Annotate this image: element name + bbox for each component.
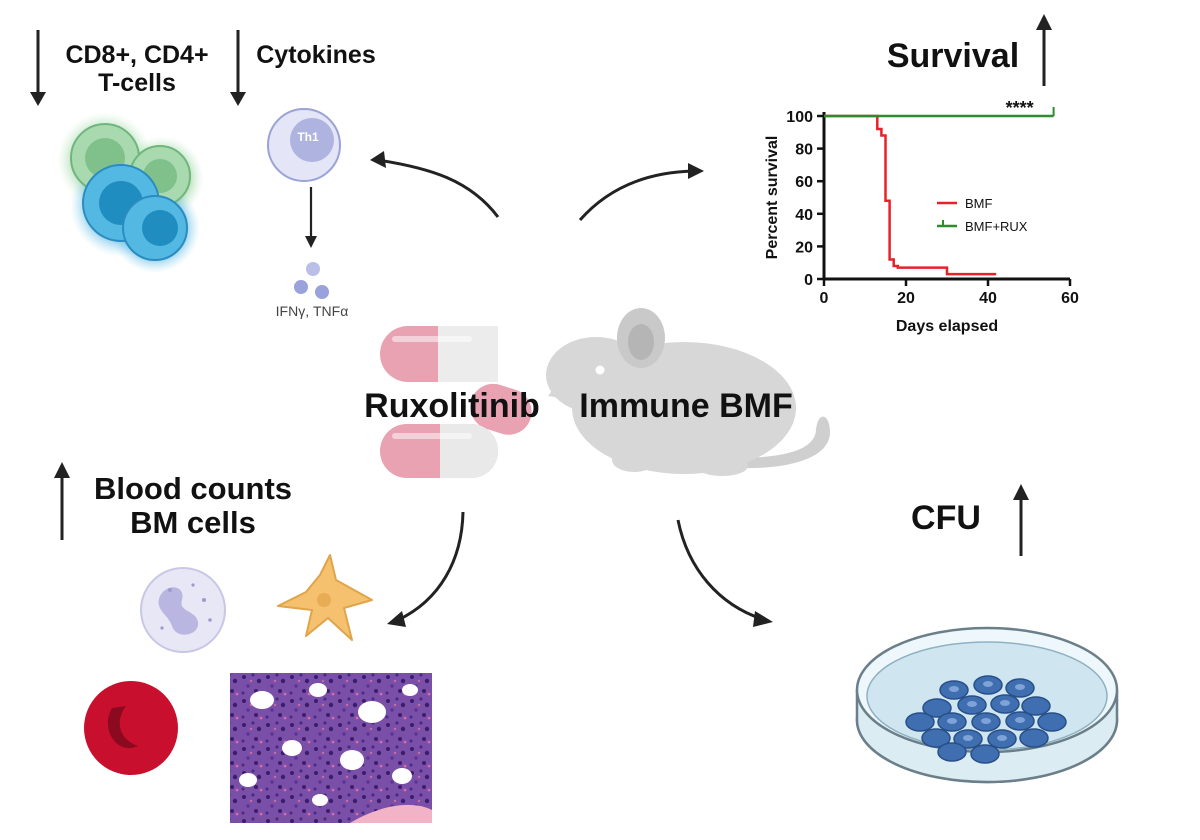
drug-label: Ruxolitinib: [364, 387, 540, 425]
cfu-label: CFU: [911, 499, 981, 537]
x-axis-label: Days elapsed: [896, 318, 998, 335]
tcells-label-line1: CD8+, CD4+: [65, 41, 209, 69]
model-label: Immune BMF: [579, 387, 793, 425]
significance-annotation: ****: [1006, 98, 1034, 118]
tcells-label: CD8+, CD4+ T-cells: [48, 41, 226, 97]
petri-dish-colonies-icon: [855, 626, 1119, 784]
blood-label-line2: BM cells: [130, 505, 256, 541]
arrow-to-cfu: [676, 519, 763, 621]
th1-cell-icon: [267, 108, 341, 182]
arrow-to-blood: [397, 511, 465, 622]
y-tick-label: 100: [786, 109, 813, 126]
y-tick-label: 80: [795, 142, 813, 159]
survival-label: Survival: [886, 37, 1020, 75]
dendritic-cell-icon: [277, 554, 373, 641]
cytokine-names-label: IFNγ, TNFα: [275, 303, 349, 319]
cytokines-label: Cytokines: [256, 41, 376, 69]
cytokine-granules-icon: [294, 262, 329, 299]
y-axis-label: Percent survival: [764, 136, 781, 260]
x-tick-label: 20: [897, 290, 915, 307]
series-line-bmf: [824, 114, 997, 276]
x-tick-label: 40: [979, 290, 997, 307]
arrow-to-th1: [377, 158, 500, 218]
mouse-silhouette-icon: [546, 308, 830, 476]
y-tick-label: 60: [795, 174, 813, 191]
x-tick-label: 60: [1061, 290, 1079, 307]
legend-label-bmf: BMF: [965, 196, 993, 211]
t-cell-cluster-icon: [57, 112, 204, 273]
capsule-pills-icon: [380, 326, 532, 478]
arrow-to-survival: [578, 169, 695, 221]
red-blood-cell-icon: [84, 681, 178, 775]
neutrophil-icon: [140, 567, 226, 653]
y-tick-label: 20: [795, 239, 813, 256]
blood-label: Blood counts BM cells: [86, 471, 300, 541]
x-tick-label: 0: [820, 290, 829, 307]
y-tick-label: 0: [804, 272, 813, 289]
th1-label: Th1: [297, 130, 319, 144]
bone-marrow-histology-icon: [230, 673, 432, 823]
legend-label-bmf-rux: BMF+RUX: [965, 219, 1028, 234]
tcells-label-line2: T-cells: [98, 68, 176, 97]
y-tick-label: 40: [795, 207, 813, 224]
blood-label-line1: Blood counts: [93, 471, 293, 506]
